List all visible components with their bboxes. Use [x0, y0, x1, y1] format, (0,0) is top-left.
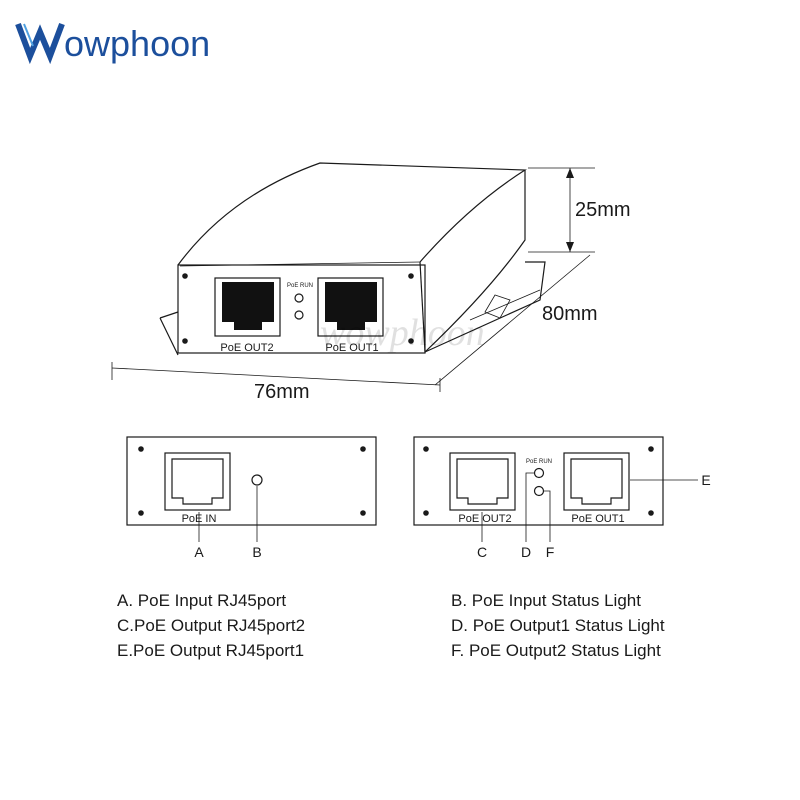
screw-icon [138, 510, 144, 516]
output1-status-led-icon [533, 467, 545, 479]
screw-icon [182, 338, 188, 344]
screw-icon [138, 446, 144, 452]
output-panel-frame [413, 436, 664, 526]
screw-icon [408, 338, 414, 344]
screw-icon [648, 510, 654, 516]
callout-e: E [701, 472, 710, 488]
input-panel-frame [126, 436, 377, 526]
dimension-width-label: 76mm [254, 381, 310, 403]
callout-c: C [477, 544, 487, 560]
legend-item-c: C.PoE Output RJ45port2 [117, 616, 305, 635]
callout-a: A [194, 544, 204, 560]
brand-logo: owphoon [15, 22, 210, 65]
led-label: PoE RUN [287, 283, 313, 289]
rj45-port-out2-icon [449, 452, 516, 511]
dimension-depth-label: 80mm [542, 303, 598, 325]
rj45-port-in-icon [164, 452, 231, 511]
legend-item-d: D. PoE Output1 Status Light [451, 616, 665, 635]
dimension-width: 76mm [111, 362, 441, 403]
legend-item-e: E.PoE Output RJ45port1 [117, 641, 304, 660]
screw-icon [360, 446, 366, 452]
rj45-port-out1-icon [563, 452, 630, 511]
device-isometric-view: PoE OUT2 PoE OUT1 PoE RUN wowphoon [159, 162, 546, 356]
output2-status-led-icon [533, 485, 545, 497]
led-indicator-icon [294, 293, 304, 303]
legend-item-a: A. PoE Input RJ45port [117, 591, 286, 610]
led-indicator-icon [294, 310, 304, 320]
screw-icon [648, 446, 654, 452]
legend: A. PoE Input RJ45port C.PoE Output RJ45p… [117, 591, 665, 660]
callout-d: D [521, 544, 531, 560]
dimension-height-label: 25mm [575, 199, 631, 221]
device-right-side [424, 170, 526, 353]
rj45-port-out1-icon [317, 277, 384, 337]
input-status-led-icon [251, 474, 263, 486]
device-front-face [177, 264, 426, 354]
logo-text: owphoon [64, 23, 210, 64]
screw-icon [360, 510, 366, 516]
port-label-out1: PoE OUT1 [571, 513, 624, 525]
device-top-surface [177, 162, 527, 266]
port-label-out2: PoE OUT2 [458, 513, 511, 525]
input-panel: PoE IN A B [126, 436, 377, 560]
dimension-height: 25mm [528, 167, 631, 253]
device-flange [159, 261, 546, 356]
port-label-out2: PoE OUT2 [220, 342, 273, 354]
legend-item-b: B. PoE Input Status Light [451, 591, 641, 610]
screw-icon [423, 446, 429, 452]
rj45-port-out2-icon [214, 277, 281, 337]
callout-f: F [546, 544, 555, 560]
screw-icon [408, 273, 414, 279]
legend-item-f: F. PoE Output2 Status Light [451, 641, 661, 660]
port-label-out1: PoE OUT1 [325, 342, 378, 354]
logo-w-mark [15, 22, 65, 65]
led-label: PoE RUN [526, 459, 552, 465]
callout-b: B [252, 544, 261, 560]
dimension-depth: 80mm [434, 254, 598, 386]
screw-icon [182, 273, 188, 279]
mounting-slot [484, 294, 511, 319]
screw-icon [423, 510, 429, 516]
watermark: wowphoon [320, 312, 485, 354]
output-panel: PoE OUT2 PoE OUT1 PoE RUN C D F E [413, 436, 711, 560]
